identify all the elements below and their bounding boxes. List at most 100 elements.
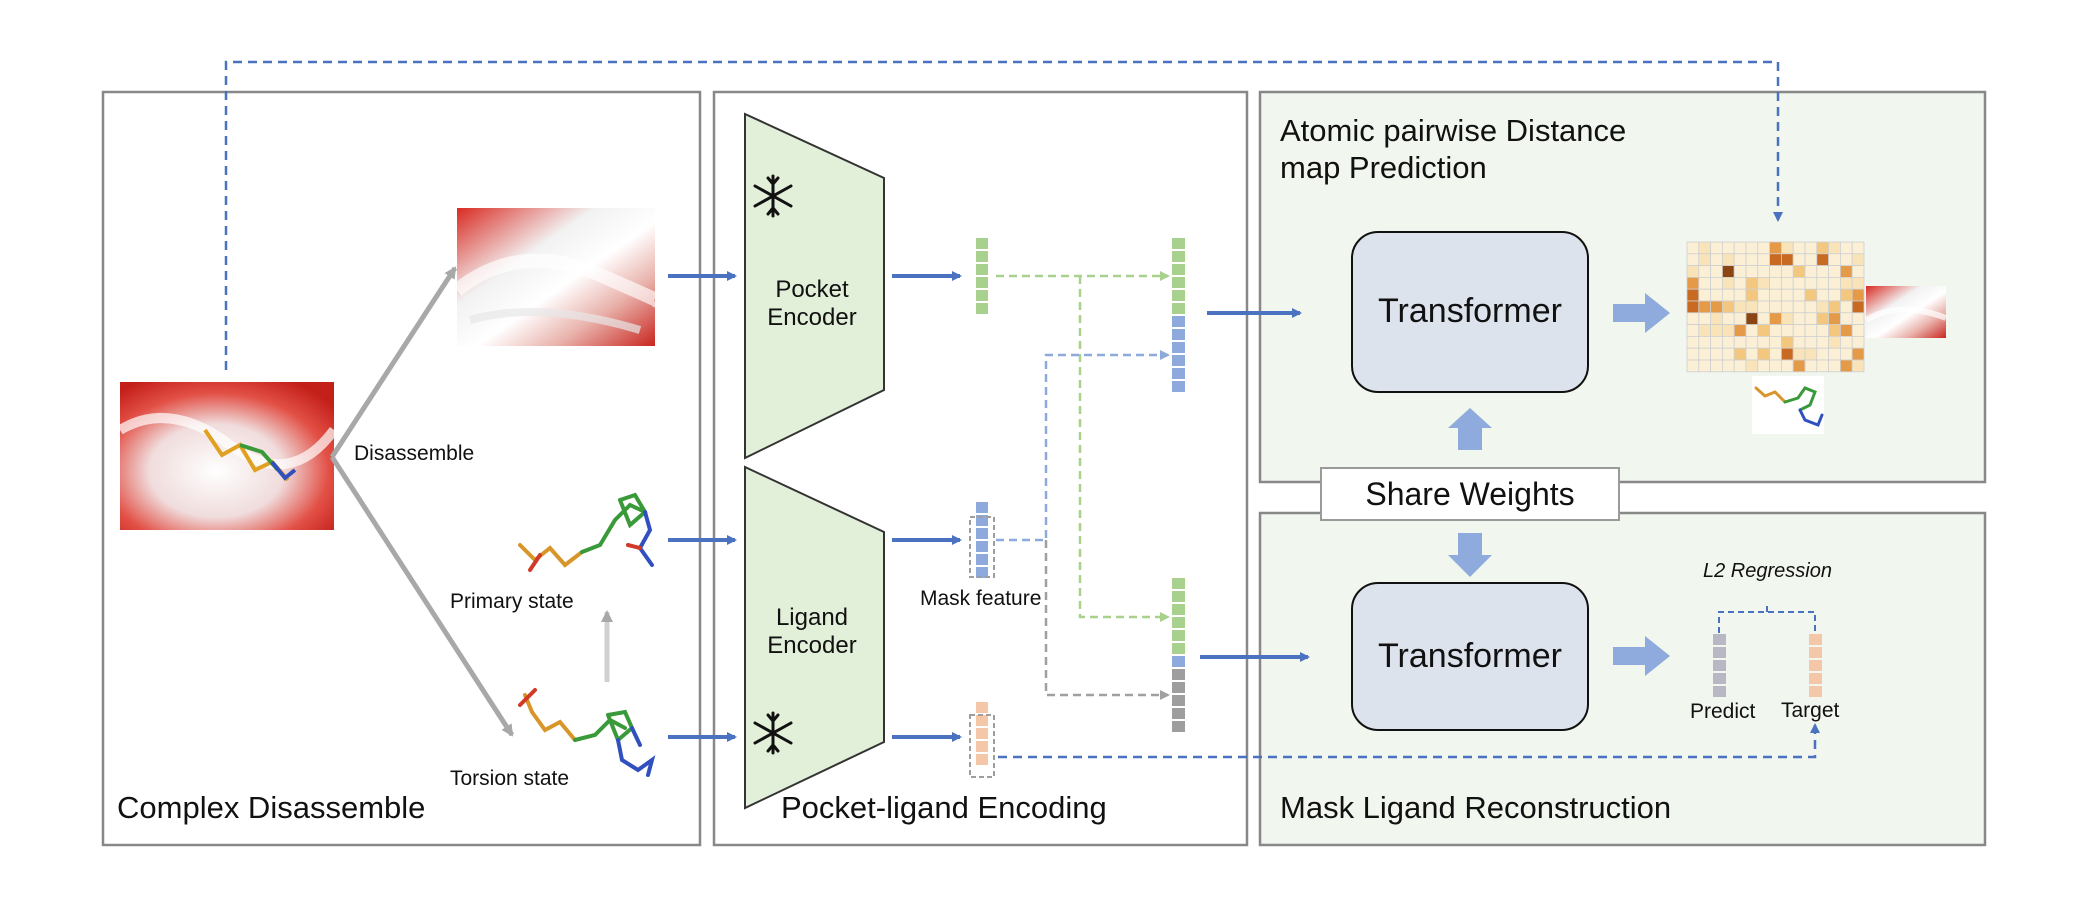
heatmap-cell	[1698, 241, 1712, 255]
heatmap-cell	[1769, 300, 1782, 314]
heatmap-cell	[1804, 335, 1818, 349]
heatmap-cell	[1757, 347, 1771, 361]
heatmap-cell	[1698, 359, 1712, 373]
complex-disassemble-title: Complex Disassemble	[117, 790, 426, 825]
heatmap-cell	[1828, 359, 1841, 373]
heatmap-cell	[1710, 241, 1723, 255]
heatmap-cell	[1816, 300, 1830, 314]
heatmap-cell	[1733, 265, 1747, 278]
disassemble-label: Disassemble	[354, 442, 475, 465]
heatmap-cell	[1840, 347, 1853, 361]
distance-map-ligand-thumbnail	[1752, 376, 1824, 434]
heatmap-cell	[1757, 265, 1771, 278]
pocket-ligand-encoding-title: Pocket-ligand Encoding	[781, 790, 1107, 825]
heatmap-cell	[1757, 312, 1771, 325]
heatmap-cell	[1804, 288, 1818, 302]
heatmap-cell	[1792, 288, 1806, 302]
pocket-surface-image	[452, 208, 668, 346]
heatmap-cell	[1733, 335, 1747, 349]
heatmap-cell	[1828, 312, 1841, 325]
heatmap-cell	[1840, 324, 1853, 337]
heatmap-cell	[1804, 253, 1818, 267]
target-feature-vector	[976, 702, 988, 765]
heatmap-cell	[1816, 335, 1830, 349]
heatmap-cell	[1722, 300, 1735, 314]
heatmap-cell	[1781, 335, 1794, 349]
heatmap-cell	[1804, 359, 1818, 373]
heatmap-cell	[1769, 276, 1782, 290]
heatmap-cell	[1828, 347, 1841, 361]
heatmap-cell	[1828, 324, 1841, 337]
heatmap-cell	[1769, 265, 1782, 278]
heatmap-cell	[1828, 288, 1841, 302]
share-down-block-arrow	[1448, 533, 1492, 577]
heatmap-cell	[1816, 241, 1830, 255]
heatmap-cell	[1698, 265, 1712, 278]
target-dashed-connector	[998, 723, 1820, 759]
mask-feature-box	[969, 516, 995, 578]
heatmap-cell	[1722, 253, 1735, 267]
heatmap-cell	[1792, 359, 1806, 373]
heatmap-cell	[1745, 300, 1759, 314]
concat-feature-bottom	[1172, 578, 1185, 732]
heatmap-cell	[1745, 253, 1759, 267]
heatmap-cell	[1828, 335, 1841, 349]
heatmap-cell	[1840, 288, 1853, 302]
frozen-snowflake-icon	[753, 174, 793, 218]
mask-reconstruction-title: Mask Ligand Reconstruction	[1280, 790, 1672, 825]
heatmap-cell	[1781, 265, 1794, 278]
ligand-encoder-block	[744, 465, 885, 810]
heatmap-cell	[1840, 335, 1853, 349]
heatmap-cell	[1733, 288, 1747, 302]
heatmap-cell	[1686, 241, 1700, 255]
primary-state-ligand	[518, 492, 654, 572]
heatmap-cell	[1733, 312, 1747, 325]
heatmap-cell	[1686, 335, 1700, 349]
torsion-state-label: Torsion state	[450, 767, 570, 790]
predict-feature-vector	[1713, 634, 1726, 697]
heatmap-cell	[1769, 347, 1782, 361]
complex-structure-image	[117, 382, 339, 530]
primary-state-label: Primary state	[450, 590, 574, 613]
share-up-block-arrow	[1448, 408, 1492, 450]
distance-map-title: Atomic pairwise Distance map Prediction	[1280, 113, 1627, 186]
heatmap-cell	[1757, 253, 1771, 267]
heatmap-cell	[1851, 335, 1865, 349]
distance-map-pocket-thumbnail	[1864, 286, 1948, 338]
heatmap-cell	[1792, 241, 1806, 255]
transformer-bottom-output-arrow	[1613, 636, 1670, 676]
heatmap-cell	[1722, 276, 1735, 290]
heatmap-cell	[1733, 300, 1747, 314]
heatmap-cell	[1745, 324, 1759, 337]
heatmap-cell	[1851, 241, 1865, 255]
mask-feature-label: Mask feature	[920, 587, 1042, 610]
ligand-encoder-label: Ligand Encoder	[767, 604, 857, 659]
heatmap-cell	[1816, 276, 1830, 290]
heatmap-cell	[1781, 241, 1794, 255]
l2-regression-bracket	[1718, 602, 1816, 633]
pocket-encoder-label: Pocket Encoder	[767, 276, 857, 331]
predict-label: Predict	[1690, 700, 1756, 723]
target-output-vector	[1809, 634, 1822, 697]
heatmap-cell	[1686, 276, 1700, 290]
heatmap-cell	[1733, 359, 1747, 373]
heatmap-cell	[1722, 359, 1735, 373]
heatmap-cell	[1781, 276, 1794, 290]
heatmap-cell	[1840, 253, 1853, 267]
heatmap-cell	[1686, 253, 1700, 267]
heatmap-cell	[1757, 335, 1771, 349]
heatmap-cell	[1698, 276, 1712, 290]
heatmap-cell	[1698, 347, 1712, 361]
heatmap-cell	[1757, 276, 1771, 290]
pocket-feature-vector	[976, 238, 988, 314]
heatmap-cell	[1698, 288, 1712, 302]
disassemble-arrow-down	[329, 455, 515, 737]
heatmap-cell	[1733, 253, 1747, 267]
heatmap-cell	[1769, 335, 1782, 349]
heatmap-cell	[1792, 300, 1806, 314]
heatmap-cell	[1804, 300, 1818, 314]
heatmap-cell	[1781, 324, 1794, 337]
distance-map-heatmap	[1686, 241, 1865, 373]
heatmap-cell	[1757, 324, 1771, 337]
heatmap-cell	[1804, 241, 1818, 255]
